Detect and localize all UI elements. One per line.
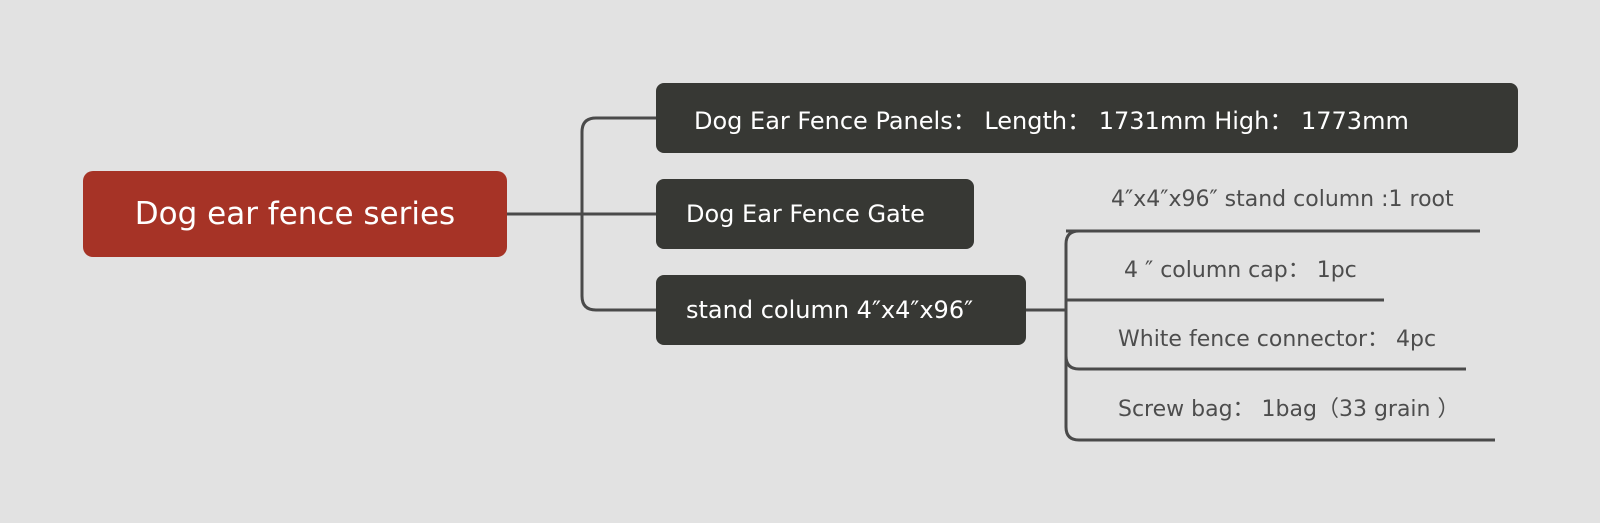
leaf-underline	[1064, 355, 1466, 371]
branch-node-stand-column[interactable]: stand column 4″x4″x96″	[656, 275, 1026, 345]
connector-trunk	[580, 116, 656, 312]
root-node[interactable]: Dog ear fence series	[83, 171, 507, 257]
leaf-node-screw-bag[interactable]: Screw bag： 1bag（33 grain ）	[1118, 397, 1460, 422]
branch-node-panels[interactable]: Dog Ear Fence Panels： Length： 1731mm Hig…	[656, 83, 1518, 153]
leaf-node-fence-connector[interactable]: White fence connector： 4pc	[1118, 327, 1437, 352]
branch-node-gate[interactable]: Dog Ear Fence Gate	[656, 179, 974, 249]
connector-sub-trunk	[1064, 229, 1080, 442]
leaf-node-stand-column[interactable]: 4″x4″x96″ stand column :1 root	[1111, 187, 1454, 212]
leaf-node-column-cap[interactable]: 4 ″ column cap： 1pc	[1124, 258, 1357, 283]
